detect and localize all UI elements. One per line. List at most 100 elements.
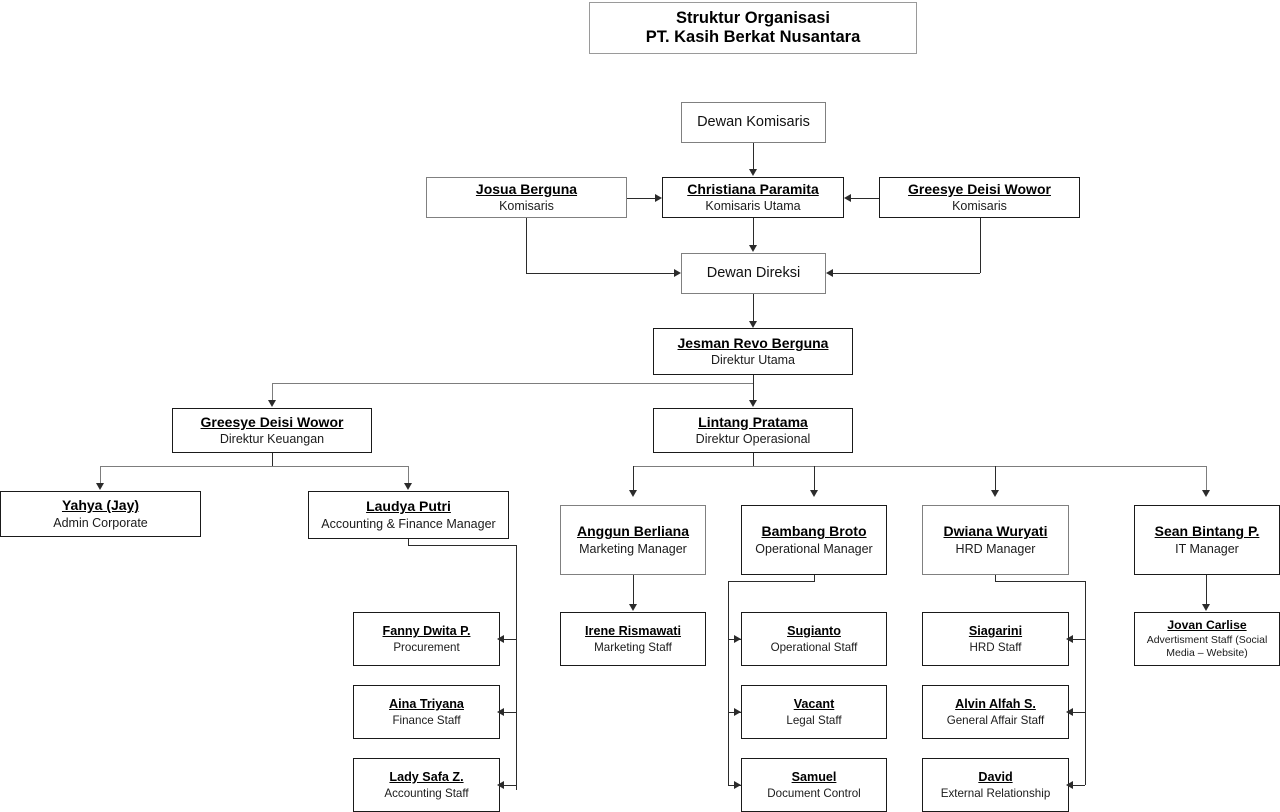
arrowhead-josua-to-direksi (674, 268, 681, 277)
arrowhead-bus-to-general-affair (1066, 707, 1073, 716)
person-name: Lintang Pratama (698, 413, 808, 430)
person-name: Greesye Deisi Wowor (200, 413, 344, 430)
connector-bus-to-procurement (500, 639, 516, 640)
connector-operational-stem (814, 575, 815, 581)
person-role: Direktur Keuangan (219, 432, 325, 447)
connector-hrd-bus (1085, 581, 1086, 785)
connector-josua-drop (526, 218, 527, 273)
connector-operasional-to-it (1206, 466, 1207, 491)
arrowhead-komisaris-to-utama (748, 169, 757, 176)
connector-greesye-drop (980, 218, 981, 273)
connector-accfin-stem (408, 539, 409, 545)
node-komisaris-josua[interactable]: Josua Berguna Komisaris (426, 177, 627, 218)
connector-bus-to-accounting-staff (500, 785, 516, 786)
person-name: Jovan Carlise (1167, 617, 1247, 632)
person-role: Direktur Utama (710, 353, 796, 368)
arrowhead-keuangan-to-admin (95, 483, 104, 490)
person-name: Samuel (791, 769, 837, 784)
arrowhead-bus-to-external-relationship (1066, 780, 1073, 789)
node-operational-staff[interactable]: Sugianto Operational Staff (741, 612, 887, 666)
node-marketing-manager[interactable]: Anggun Berliana Marketing Manager (560, 505, 706, 575)
connector-keuangan-distribution-bar (100, 466, 408, 467)
chart-title-line-1: Struktur Organisasi (675, 8, 831, 27)
node-document-control-staff[interactable]: Samuel Document Control (741, 758, 887, 812)
arrowhead-it-to-advertisment (1201, 604, 1210, 611)
node-general-affair-staff[interactable]: Alvin Alfah S. General Affair Staff (922, 685, 1069, 739)
connector-operational-bus (728, 581, 729, 785)
arrowhead-operasional-to-it (1201, 490, 1210, 497)
person-name: Siagarini (968, 623, 1023, 638)
node-hrd-manager[interactable]: Dwiana Wuryati HRD Manager (922, 505, 1069, 575)
node-procurement-staff[interactable]: Fanny Dwita P. Procurement (353, 612, 500, 666)
node-label: Dewan Direksi (706, 264, 801, 281)
node-hrd-staff[interactable]: Siagarini HRD Staff (922, 612, 1069, 666)
arrowhead-greesye-to-direksi (826, 268, 833, 277)
arrowhead-bus-to-operational-staff (734, 634, 741, 643)
person-role: Direktur Operasional (695, 432, 811, 447)
connector-operasional-to-hrd (995, 466, 996, 491)
person-role: Finance Staff (392, 713, 461, 727)
person-role: Document Control (767, 786, 861, 800)
arrowhead-direksi-to-dirut (748, 321, 757, 328)
person-role: External Relationship (940, 786, 1051, 800)
connector-keuangan-to-accfin-manager (408, 466, 409, 484)
person-name: Bambang Broto (761, 523, 867, 540)
node-label: Dewan Komisaris (697, 113, 810, 130)
node-komisaris-greesye[interactable]: Greesye Deisi Wowor Komisaris (879, 177, 1080, 218)
chart-title-line-2: PT. Kasih Berkat Nusantara (645, 28, 861, 46)
connector-accfin-bus-top (408, 545, 516, 546)
person-name: Christiana Paramita (687, 180, 819, 197)
person-role: Komisaris (952, 199, 1007, 214)
arrowhead-operasional-to-operational (809, 490, 818, 497)
node-operational-manager[interactable]: Bambang Broto Operational Manager (741, 505, 887, 575)
arrowhead-josua-to-christiana (655, 193, 662, 202)
connector-operasional-stem (753, 453, 754, 466)
person-name: Lady Safa Z. (389, 769, 464, 784)
person-role: IT Manager (1175, 541, 1239, 556)
node-direktur-operasional[interactable]: Lintang Pratama Direktur Operasional (653, 408, 853, 453)
chart-title-box: Struktur Organisasi PT. Kasih Berkat Nus… (589, 2, 917, 54)
connector-dirut-stem (753, 375, 754, 383)
connector-bus-to-external-relationship (1069, 785, 1085, 786)
node-direktur-keuangan[interactable]: Greesye Deisi Wowor Direktur Keuangan (172, 408, 372, 453)
arrowhead-operasional-to-hrd (990, 490, 999, 497)
arrowhead-bus-to-finance-staff (497, 707, 504, 716)
arrowhead-bus-to-document-control (734, 780, 741, 789)
node-accounting-finance-manager[interactable]: Laudya Putri Accounting & Finance Manage… (308, 491, 509, 539)
person-role: Advertisment Staff (Social Media – Websi… (1146, 634, 1268, 660)
node-direktur-utama[interactable]: Jesman Revo Berguna Direktur Utama (653, 328, 853, 375)
person-name: Dwiana Wuryati (943, 523, 1048, 540)
arrowhead-dirut-to-keuangan (267, 400, 276, 407)
connector-keuangan-stem (272, 453, 273, 466)
person-role: HRD Staff (969, 640, 1022, 654)
arrowhead-operasional-to-marketing (628, 490, 637, 497)
node-external-relationship-staff[interactable]: David External Relationship (922, 758, 1069, 812)
connector-komisaris-to-utama (753, 143, 754, 171)
connector-operasional-to-operational (814, 466, 815, 491)
person-role: Accounting Staff (384, 786, 469, 800)
node-it-manager[interactable]: Sean Bintang P. IT Manager (1134, 505, 1280, 575)
node-komisaris-utama-christiana[interactable]: Christiana Paramita Komisaris Utama (662, 177, 844, 218)
node-marketing-staff[interactable]: Irene Rismawati Marketing Staff (560, 612, 706, 666)
connector-keuangan-to-admin (100, 466, 101, 484)
node-legal-staff[interactable]: Vacant Legal Staff (741, 685, 887, 739)
node-accounting-staff[interactable]: Lady Safa Z. Accounting Staff (353, 758, 500, 812)
connector-dirut-to-operasional (753, 383, 754, 401)
person-name: Jesman Revo Berguna (677, 334, 829, 351)
connector-josua-to-direksi (526, 273, 674, 274)
connector-marketing-to-staff (633, 575, 634, 605)
connector-hrd-bus-top (995, 581, 1085, 582)
node-advertisment-staff[interactable]: Jovan Carlise Advertisment Staff (Social… (1134, 612, 1280, 666)
connector-josua-to-christiana (627, 198, 655, 199)
person-name: Vacant (793, 696, 835, 711)
node-admin-corporate[interactable]: Yahya (Jay) Admin Corporate (0, 491, 201, 537)
arrowhead-keuangan-to-accfin-manager (403, 483, 412, 490)
connector-christiana-to-direksi (753, 218, 754, 246)
connector-dirut-to-keuangan (272, 383, 273, 401)
node-finance-staff[interactable]: Aina Triyana Finance Staff (353, 685, 500, 739)
person-name: Aina Triyana (389, 696, 464, 711)
node-dewan-komisaris[interactable]: Dewan Komisaris (681, 102, 826, 143)
person-role: Komisaris (499, 199, 554, 214)
node-dewan-direksi[interactable]: Dewan Direksi (681, 253, 826, 294)
